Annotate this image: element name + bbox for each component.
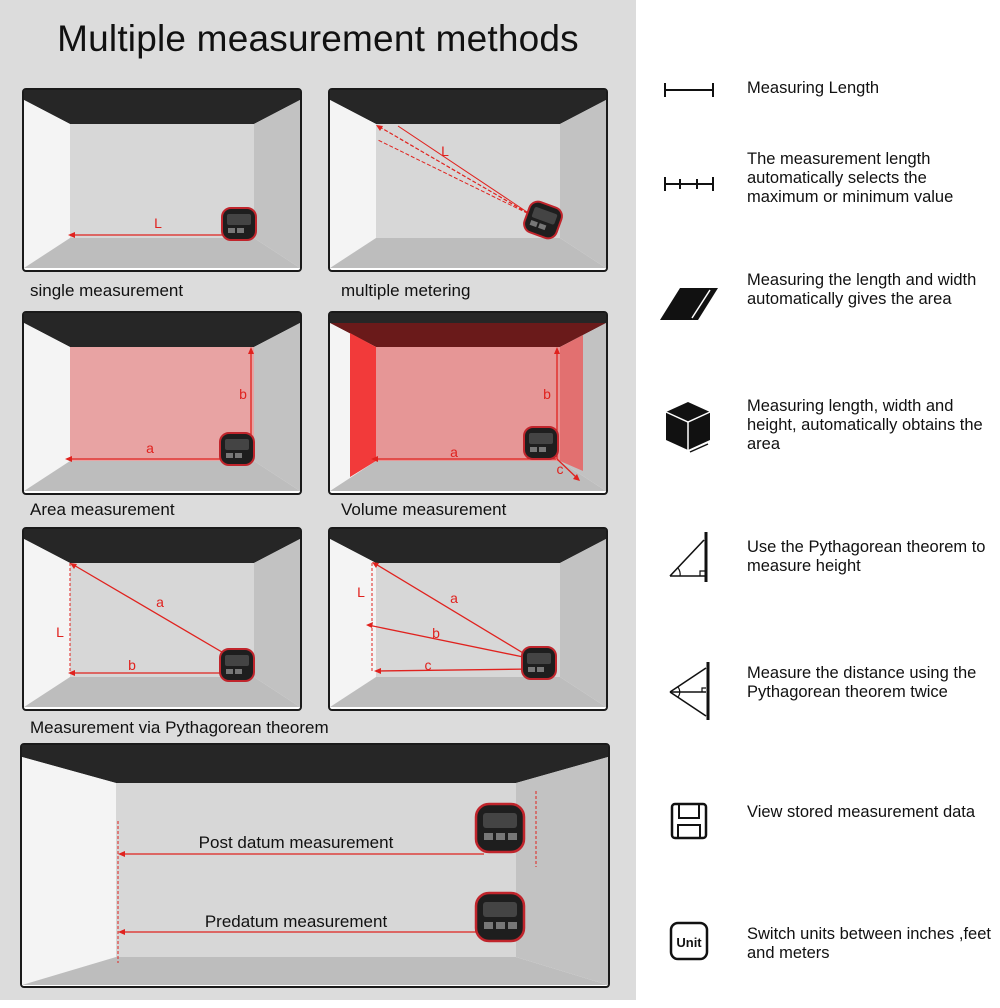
measuring-device — [219, 648, 255, 682]
length-ruler-icon — [664, 83, 714, 97]
label-L: L — [154, 215, 162, 231]
feature-text: View stored measurement data — [747, 803, 976, 821]
caption-volume: Volume measurement — [341, 500, 507, 519]
caption-multiple: multiple metering — [341, 281, 471, 300]
area-parallelogram-icon — [660, 288, 718, 320]
unit-icon-label: Unit — [676, 935, 702, 950]
label-b: b — [432, 625, 440, 641]
feature-text: Measuring the length and width automatic… — [747, 271, 977, 308]
label-c: c — [425, 657, 432, 673]
feature-area: Measuring the length and width automatic… — [636, 270, 1000, 360]
label-b: b — [543, 386, 551, 402]
label-b: b — [128, 657, 136, 673]
label-b: b — [239, 386, 247, 402]
feature-text: Measuring Length — [747, 79, 880, 97]
feature-unit-switch: Unit Switch units between inches ,feet a… — [636, 918, 1000, 1008]
feature-text: Use the Pythagorean theorem to measure h… — [747, 538, 986, 575]
caption-area: Area measurement — [30, 500, 175, 519]
room-pythagorean-single: a b L — [22, 527, 302, 711]
measuring-device — [219, 432, 255, 466]
room-single-measurement: L — [22, 88, 302, 272]
label-L: L — [441, 143, 449, 159]
feature-min-max: The measurement length automatically sel… — [636, 150, 1000, 240]
feature-text: Switch units between inches ,feet and me… — [747, 925, 991, 962]
label-predatum: Predatum measurement — [205, 912, 388, 931]
pythagorean-double-icon — [669, 662, 710, 720]
label-a: a — [156, 594, 164, 610]
feature-text: The measurement length automatically sel… — [747, 150, 954, 206]
label-a: a — [450, 590, 458, 606]
measuring-device — [523, 426, 559, 460]
measuring-device — [221, 207, 257, 241]
save-disk-icon — [670, 802, 708, 840]
caption-pythagorean: Measurement via Pythagorean theorem — [30, 718, 329, 737]
label-a: a — [450, 444, 458, 460]
feature-stored-data: View stored measurement data — [636, 796, 1000, 886]
measuring-device-bottom — [474, 891, 526, 943]
feature-pythagorean-double: Measure the distance using the Pythagore… — [636, 660, 1000, 750]
room-multiple-metering: L — [328, 88, 608, 272]
measuring-device — [523, 200, 563, 240]
room-area-measurement: a b — [22, 311, 302, 495]
pythagorean-single-icon — [669, 532, 708, 582]
methods-panel: Multiple measurement methods L single me… — [0, 0, 636, 1000]
features-panel: Measuring Length The measurement length … — [636, 0, 1000, 1000]
feature-measuring-length: Measuring Length — [636, 58, 1000, 148]
unit-switch-icon: Unit — [669, 921, 709, 961]
measuring-device — [521, 646, 557, 680]
label-L: L — [357, 584, 365, 600]
measuring-device-top — [474, 802, 526, 854]
label-L: L — [56, 624, 64, 640]
volume-cube-icon — [665, 402, 711, 453]
feature-volume: Measuring length, width and height, auto… — [636, 396, 1000, 486]
label-post-datum: Post datum measurement — [199, 833, 394, 852]
feature-text: Measure the distance using the Pythagore… — [747, 664, 977, 701]
caption-single: single measurement — [30, 281, 184, 300]
page-title: Multiple measurement methods — [57, 18, 579, 59]
room-pythagorean-double: L a b c — [328, 527, 608, 711]
feature-pythagorean-single: Use the Pythagorean theorem to measure h… — [636, 528, 1000, 618]
label-c: c — [557, 461, 564, 477]
room-datum-measurement: Post datum measurement Predatum measurem… — [20, 743, 610, 988]
feature-text: Measuring length, width and height, auto… — [747, 397, 983, 453]
room-volume-measurement: a b c — [328, 311, 608, 495]
label-a: a — [146, 440, 154, 456]
min-max-ruler-icon — [664, 177, 714, 191]
